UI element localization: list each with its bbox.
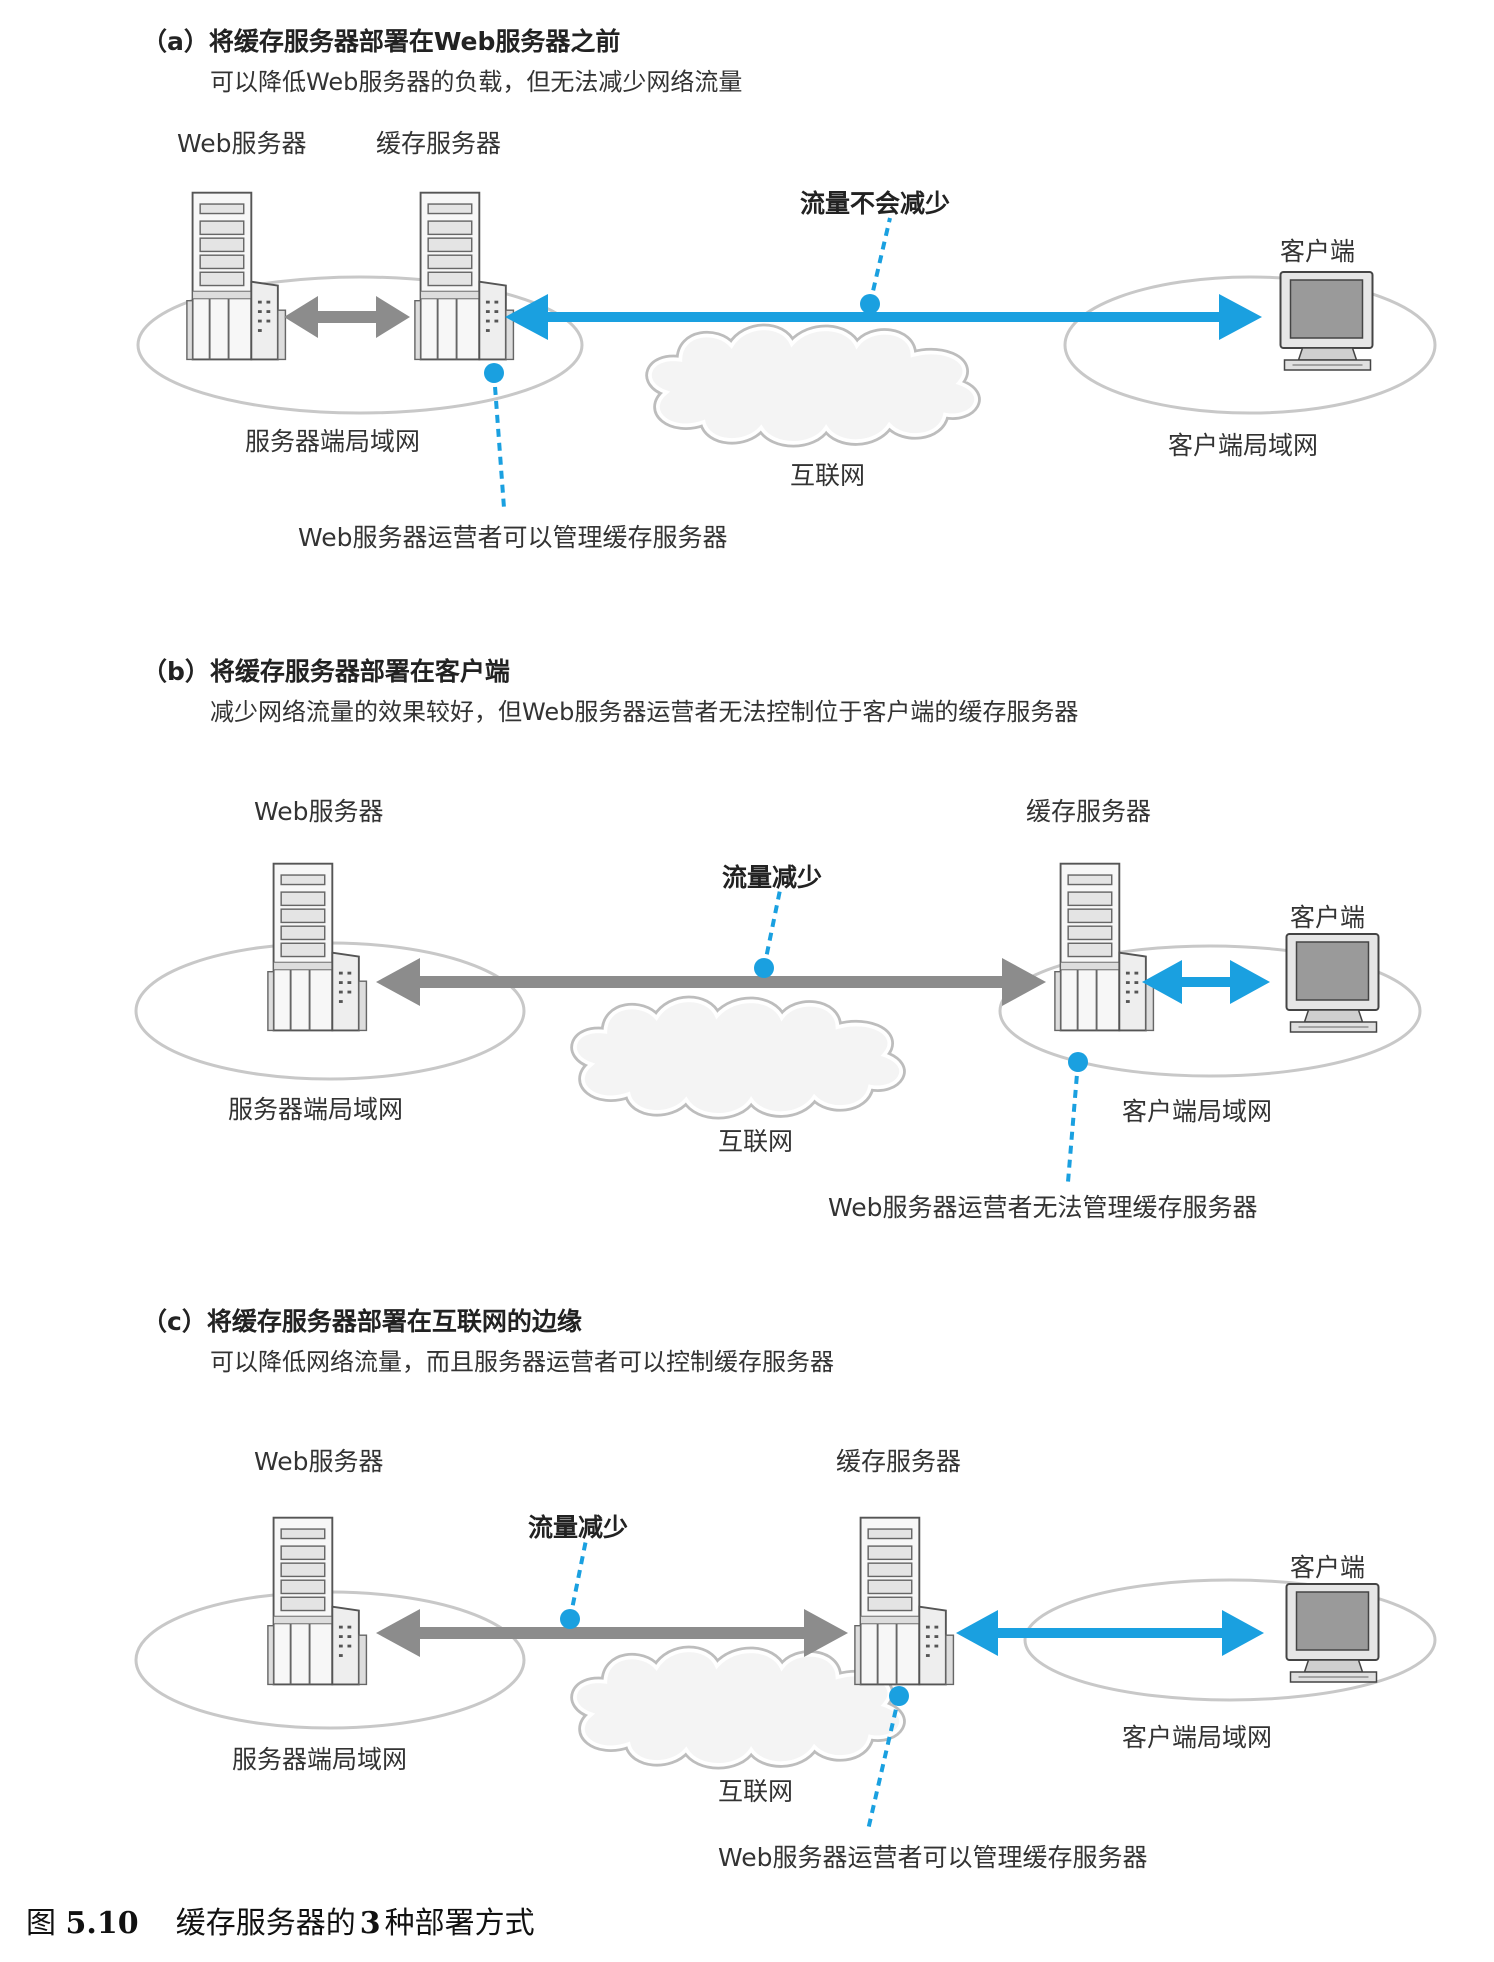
client-lan-ellipse <box>1063 275 1437 415</box>
traffic-dot <box>860 294 880 314</box>
gray-double-arrow <box>284 296 410 338</box>
traffic-label: 流量不会减少 <box>800 189 951 218</box>
cache-server-label: 缓存服务器 <box>376 129 502 158</box>
client-label: 客户端 <box>1280 237 1356 266</box>
note-leader-line <box>492 372 506 509</box>
caption-number: 5.10 <box>65 1906 139 1941</box>
blue-traffic-arrow <box>505 294 1262 340</box>
web-server-label: Web服务器 <box>254 797 384 826</box>
note-dot <box>889 1686 909 1706</box>
gray-traffic-arrow <box>376 958 1046 1006</box>
caption-text-before: 缓存服务器的 <box>175 1906 356 1941</box>
client-lan-label: 客户端局域网 <box>1168 431 1319 460</box>
traffic-leader-line <box>868 217 892 305</box>
internet-label: 互联网 <box>718 1777 794 1806</box>
operator-note: Web服务器运营者可以管理缓存服务器 <box>298 523 728 552</box>
server-lan-label: 服务器端局域网 <box>245 427 421 456</box>
traffic-dot <box>754 958 774 978</box>
client-label: 客户端 <box>1290 1553 1366 1582</box>
panel-a-diagram <box>136 191 1437 509</box>
internet-label: 互联网 <box>790 461 866 490</box>
cache-server-label: 缓存服务器 <box>836 1447 962 1476</box>
panel-a-subtitle: 可以降低Web服务器的负载，但无法减少网络流量 <box>210 68 743 96</box>
server-lan-label: 服务器端局域网 <box>228 1095 404 1124</box>
client-lan-ellipse <box>1023 1578 1437 1702</box>
operator-note: Web服务器运营者无法管理缓存服务器 <box>828 1193 1258 1222</box>
panel-c-diagram <box>134 1516 1437 1831</box>
note-leader-line <box>866 1695 901 1831</box>
web-server-label: Web服务器 <box>254 1447 384 1476</box>
note-leader-line <box>1066 1061 1080 1183</box>
panel-b-title: （b）将缓存服务器部署在客户端 <box>142 657 510 686</box>
traffic-label: 流量减少 <box>528 1513 629 1542</box>
client-lan-label: 客户端局域网 <box>1122 1723 1273 1752</box>
note-dot <box>1068 1052 1088 1072</box>
client-lan-label: 客户端局域网 <box>1122 1097 1273 1126</box>
blue-traffic-arrow <box>956 1610 1264 1656</box>
cache-server-icon <box>853 1516 955 1686</box>
panel-c-title: （c）将缓存服务器部署在互联网的边缘 <box>142 1307 582 1336</box>
web-server-icon <box>266 1516 368 1686</box>
web-server-label: Web服务器 <box>177 129 307 158</box>
operator-note: Web服务器运营者可以管理缓存服务器 <box>718 1843 1148 1872</box>
server-lan-ellipse <box>136 275 584 415</box>
caption-text-after: 种部署方式 <box>384 1906 535 1941</box>
caption-prefix: 图 <box>26 1906 56 1941</box>
internet-label: 互联网 <box>718 1127 794 1156</box>
caption-count: 3 <box>359 1906 381 1941</box>
client-label: 客户端 <box>1290 903 1366 932</box>
cache-server-label: 缓存服务器 <box>1026 797 1152 826</box>
panel-c-subtitle: 可以降低网络流量，而且服务器运营者可以控制缓存服务器 <box>210 1348 834 1376</box>
traffic-dot <box>560 1609 580 1629</box>
panel-b-subtitle: 减少网络流量的效果较好，但Web服务器运营者无法控制位于客户端的缓存服务器 <box>210 698 1079 726</box>
note-dot <box>484 363 504 383</box>
client-lan-ellipse <box>998 944 1422 1078</box>
panel-a-title: （a）将缓存服务器部署在Web服务器之前 <box>142 27 621 56</box>
server-lan-label: 服务器端局域网 <box>232 1745 408 1774</box>
gray-traffic-arrow <box>376 1609 848 1657</box>
client-monitor-icon <box>1285 1582 1380 1684</box>
blue-double-arrow <box>1142 960 1270 1004</box>
panel-b-diagram <box>134 862 1422 1183</box>
traffic-leader-line <box>568 1539 588 1620</box>
internet-cloud <box>575 1650 901 1765</box>
traffic-label: 流量减少 <box>722 863 823 892</box>
